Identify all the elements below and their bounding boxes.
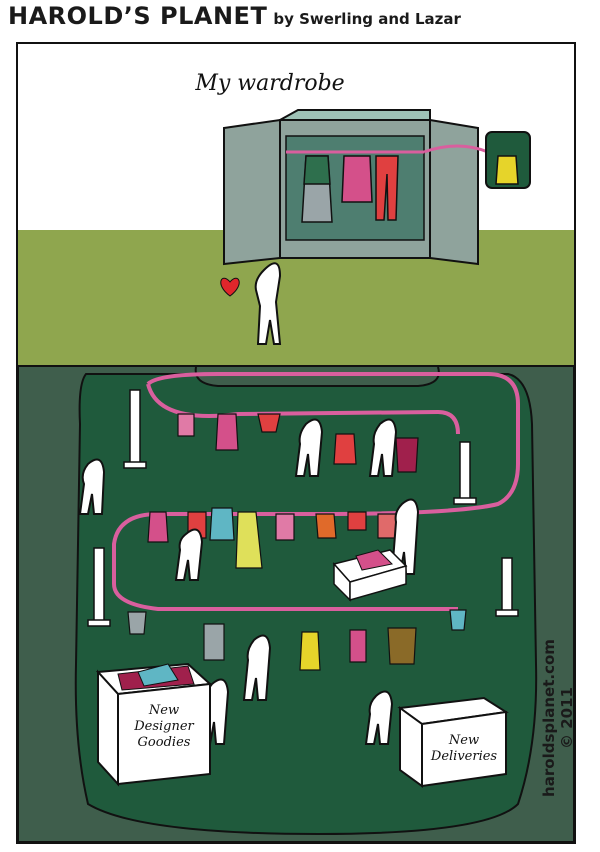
clothes-row-3	[127, 609, 467, 671]
cavern-ceiling-lip	[194, 366, 440, 387]
box-left-line-1: New	[148, 703, 179, 718]
box-right-line-1: New	[448, 733, 479, 748]
clothes-row-2	[147, 507, 397, 569]
comic-panel: My wardrobe	[16, 42, 576, 844]
top-green	[303, 155, 331, 185]
clothes-row-1	[177, 413, 419, 473]
box-new-deliveries: New Deliveries	[397, 696, 509, 788]
worker-3	[368, 418, 398, 477]
worker-5	[390, 498, 420, 575]
rail-exit	[423, 144, 489, 154]
side-credit: haroldsplanet.com © 2011	[540, 639, 576, 797]
strip-title: HAROLD’S PLANET	[8, 2, 268, 30]
worker-1	[78, 458, 106, 515]
wardrobe-right-door	[429, 118, 479, 266]
wardrobe-left-door	[223, 118, 281, 266]
top-pink	[341, 155, 373, 203]
rail-posts	[87, 389, 519, 627]
strip-byline: by Swerling and Lazar	[273, 10, 461, 28]
top-yellow	[495, 155, 519, 185]
wardrobe-top	[276, 109, 431, 121]
box-left-line-3: Goodies	[138, 735, 191, 750]
box-left-line-2: Designer	[133, 719, 194, 734]
worker-4	[174, 528, 204, 581]
trousers-red	[375, 155, 399, 221]
conveyor-rail-upper	[146, 383, 460, 435]
heart-icon	[220, 277, 240, 297]
worker-8	[364, 690, 394, 745]
wardrobe	[223, 109, 531, 266]
strip-header: HAROLD’S PLANET by Swerling and Lazar	[8, 2, 461, 42]
box-designer-goodies: New Designer Goodies	[95, 662, 213, 787]
panel-caption: My wardrobe	[194, 71, 344, 96]
harold-character	[254, 262, 282, 345]
conveyor-rail	[112, 372, 520, 611]
worker-2	[294, 418, 324, 477]
box-right-line-2: Deliveries	[430, 749, 498, 764]
worker-6	[242, 634, 272, 701]
clothes-box-small	[332, 549, 408, 602]
comic-illustration: My wardrobe	[18, 44, 574, 842]
